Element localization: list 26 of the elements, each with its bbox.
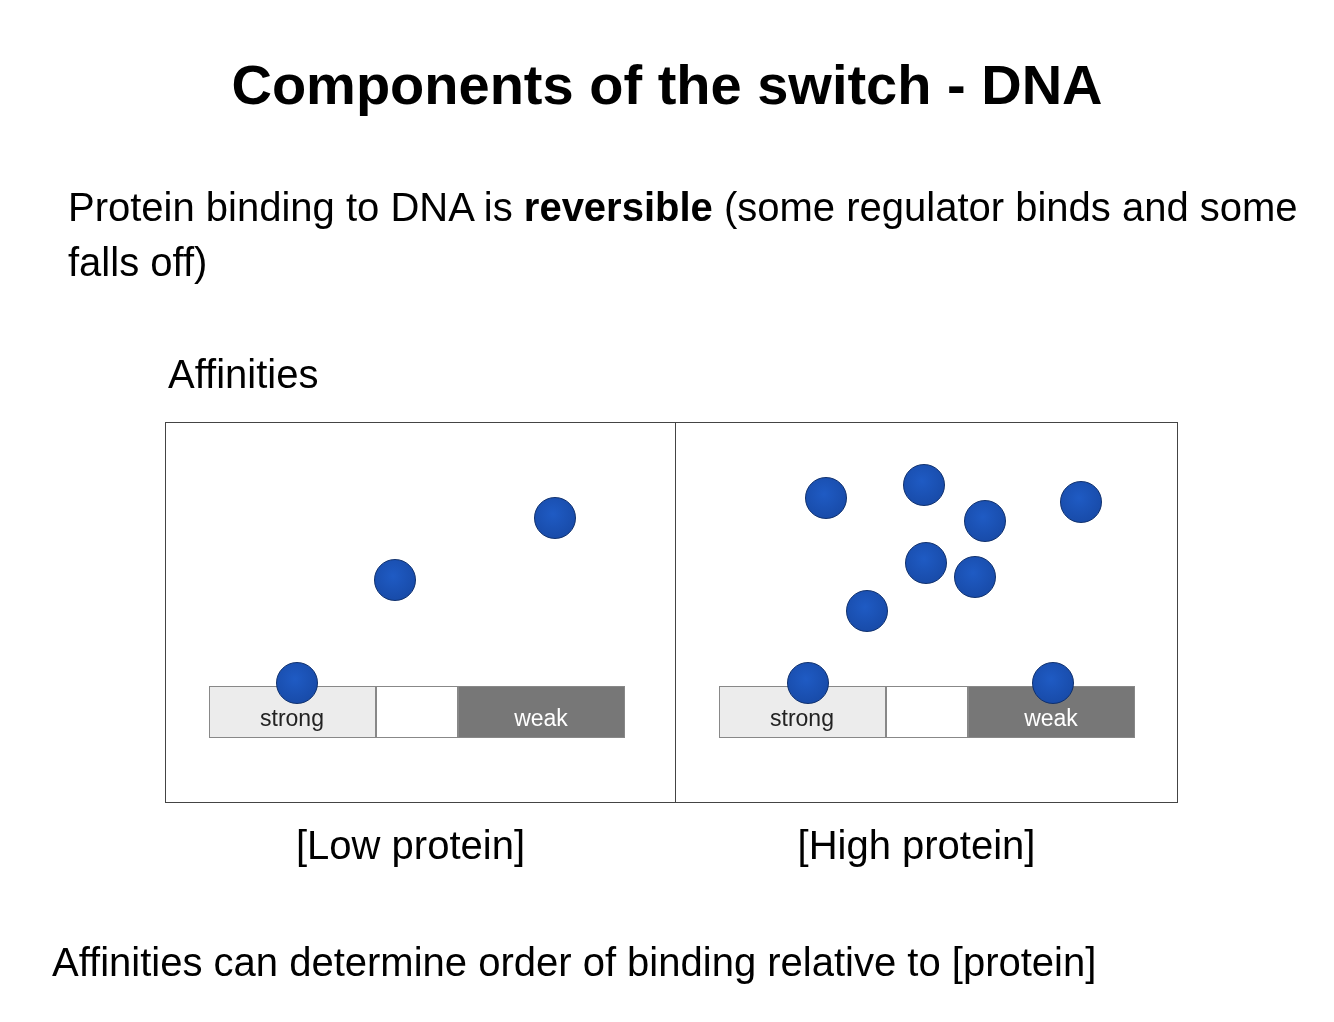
dna-binding-site: weak [967, 685, 1135, 738]
panel-caption: [High protein] [796, 823, 1037, 868]
protein-circle [804, 476, 847, 519]
dna-binding-site: weak [457, 685, 625, 738]
protein-circle [786, 661, 829, 704]
dna-segment [375, 685, 458, 738]
slide-title: Components of the switch - DNA [230, 52, 1104, 117]
dna-binding-site: strong [718, 685, 886, 738]
panel-frame [675, 422, 1178, 803]
protein-circle [1031, 661, 1074, 704]
protein-circle [902, 463, 945, 506]
protein-circle [904, 541, 947, 584]
conclusion-text: Affinities can determine order of binding relative to [protein] [52, 940, 1097, 985]
dna-binding-site: strong [208, 685, 376, 738]
dna-segment [885, 685, 968, 738]
protein-circle [963, 499, 1006, 542]
panel-caption: [Low protein] [295, 823, 526, 868]
protein-circle [533, 496, 576, 539]
protein-circle [373, 558, 416, 601]
section-heading: Affinities [168, 352, 319, 397]
panel-frame [165, 422, 676, 803]
intro-paragraph: Protein binding to DNA is reversible (some regulator binds and some falls off) [68, 184, 1298, 286]
protein-circle [1059, 480, 1102, 523]
protein-circle [275, 661, 318, 704]
protein-circle [845, 589, 888, 632]
protein-circle [953, 555, 996, 598]
